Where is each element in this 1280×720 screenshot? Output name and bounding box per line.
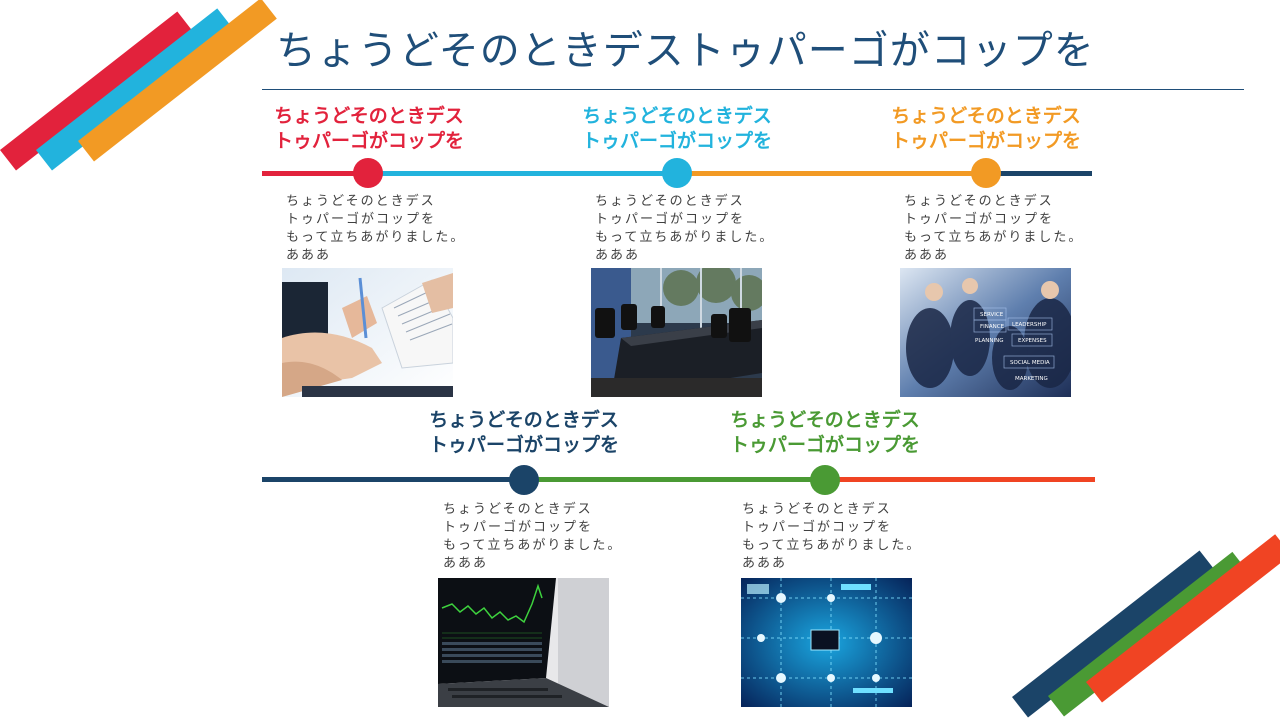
- milestone-body: ちょうどそのときデス トゥパーゴがコップを もって立ちあがりました。 あああ: [286, 193, 496, 265]
- milestone-body-line: トゥパーゴがコップを: [904, 212, 1055, 227]
- milestone-body: ちょうどそのときデス トゥパーゴがコップを もって立ちあがりました。 あああ: [443, 501, 653, 573]
- milestone-heading-line: トゥパーゴがコップを: [428, 434, 619, 456]
- milestone-heading: ちょうどそのときデス トゥパーゴがコップを: [409, 408, 639, 458]
- milestone-body-line: もって立ちあがりました。: [742, 538, 922, 553]
- milestone-body-line: あああ: [443, 556, 489, 571]
- milestone-heading: ちょうどそのときデス トゥパーゴがコップを: [871, 104, 1101, 154]
- milestone-body: ちょうどそのときデス トゥパーゴがコップを もって立ちあがりました。 あああ: [742, 501, 952, 573]
- timeline-bottom-segment-green: [524, 477, 825, 482]
- milestone-body-line: あああ: [742, 556, 788, 571]
- milestone-body-line: あああ: [595, 248, 641, 263]
- overlay-word: MARKETING: [1015, 376, 1048, 382]
- conference-room-photo: [591, 268, 762, 397]
- digital-network-photo: [741, 578, 912, 707]
- timeline-top-segment-navy: [986, 171, 1092, 176]
- milestone-body-line: ちょうどそのときデス: [742, 502, 892, 517]
- milestone-heading-line: ちょうどそのときデス: [891, 105, 1081, 127]
- milestone-body-line: あああ: [904, 248, 950, 263]
- overlay-word: LEADERSHIP: [1012, 322, 1047, 328]
- milestone-heading-line: ちょうどそのときデス: [429, 409, 619, 431]
- timeline-node-4[interactable]: [509, 465, 539, 495]
- milestone-heading-line: ちょうどそのときデス: [274, 105, 464, 127]
- milestone-body-line: トゥパーゴがコップを: [595, 212, 746, 227]
- milestone-body-line: ちょうどそのときデス: [443, 502, 593, 517]
- milestone-heading: ちょうどそのときデス トゥパーゴがコップを: [562, 104, 792, 154]
- timeline-top-segment-red: [262, 171, 368, 176]
- milestone-body-line: もって立ちあがりました。: [286, 230, 466, 245]
- timeline-node-5[interactable]: [810, 465, 840, 495]
- milestone-body-line: もって立ちあがりました。: [595, 230, 775, 245]
- milestone-heading-line: トゥパーゴがコップを: [581, 130, 772, 152]
- title-underline: [262, 89, 1244, 90]
- slide-title: ちょうどそのときデストゥパーゴがコップを: [276, 28, 1095, 74]
- milestone-heading-line: ちょうどそのときデス: [582, 105, 772, 127]
- milestone-heading-line: ちょうどそのときデス: [730, 409, 920, 431]
- timeline-top-segment-orange: [677, 171, 986, 176]
- milestone-body: ちょうどそのときデス トゥパーゴがコップを もって立ちあがりました。 あああ: [595, 193, 805, 265]
- milestone-body-line: ちょうどそのときデス: [286, 194, 436, 209]
- milestone-heading: ちょうどそのときデス トゥパーゴがコップを: [710, 408, 940, 458]
- business-people-overlay-photo: SERVICE FINANCE LEADERSHIP EXPENSES SOCI…: [900, 268, 1071, 397]
- timeline-top-segment-cyan: [368, 171, 677, 176]
- milestone-heading-line: トゥパーゴがコップを: [273, 130, 464, 152]
- stripe-cyan: [36, 8, 234, 171]
- milestone-body: ちょうどそのときデス トゥパーゴがコップを もって立ちあがりました。 あああ: [904, 193, 1114, 265]
- milestone-body-line: トゥパーゴがコップを: [443, 520, 594, 535]
- milestone-heading-line: トゥパーゴがコップを: [729, 434, 920, 456]
- business-documents-photo: [282, 268, 453, 397]
- overlay-word: SERVICE: [980, 312, 1004, 318]
- milestone-body-line: ちょうどそのときデス: [595, 194, 745, 209]
- timeline-bottom-segment-coral: [825, 477, 1095, 482]
- timeline-node-2[interactable]: [662, 158, 692, 188]
- milestone-body-line: もって立ちあがりました。: [904, 230, 1084, 245]
- overlay-word: EXPENSES: [1018, 338, 1047, 344]
- overlay-word: PLANNING: [975, 338, 1004, 344]
- overlay-word: SOCIAL MEDIA: [1010, 360, 1050, 366]
- milestone-body-line: もって立ちあがりました。: [443, 538, 623, 553]
- milestone-heading-line: トゥパーゴがコップを: [890, 130, 1081, 152]
- milestone-body-line: あああ: [286, 248, 332, 263]
- milestone-body-line: トゥパーゴがコップを: [742, 520, 893, 535]
- milestone-body-line: ちょうどそのときデス: [904, 194, 1054, 209]
- timeline-bottom-segment-navy: [262, 477, 524, 482]
- milestone-heading: ちょうどそのときデス トゥパーゴがコップを: [254, 104, 484, 154]
- stock-chart-laptop-photo: [438, 578, 609, 707]
- timeline-node-1[interactable]: [353, 158, 383, 188]
- timeline-node-3[interactable]: [971, 158, 1001, 188]
- overlay-word: FINANCE: [980, 324, 1005, 330]
- milestone-body-line: トゥパーゴがコップを: [286, 212, 437, 227]
